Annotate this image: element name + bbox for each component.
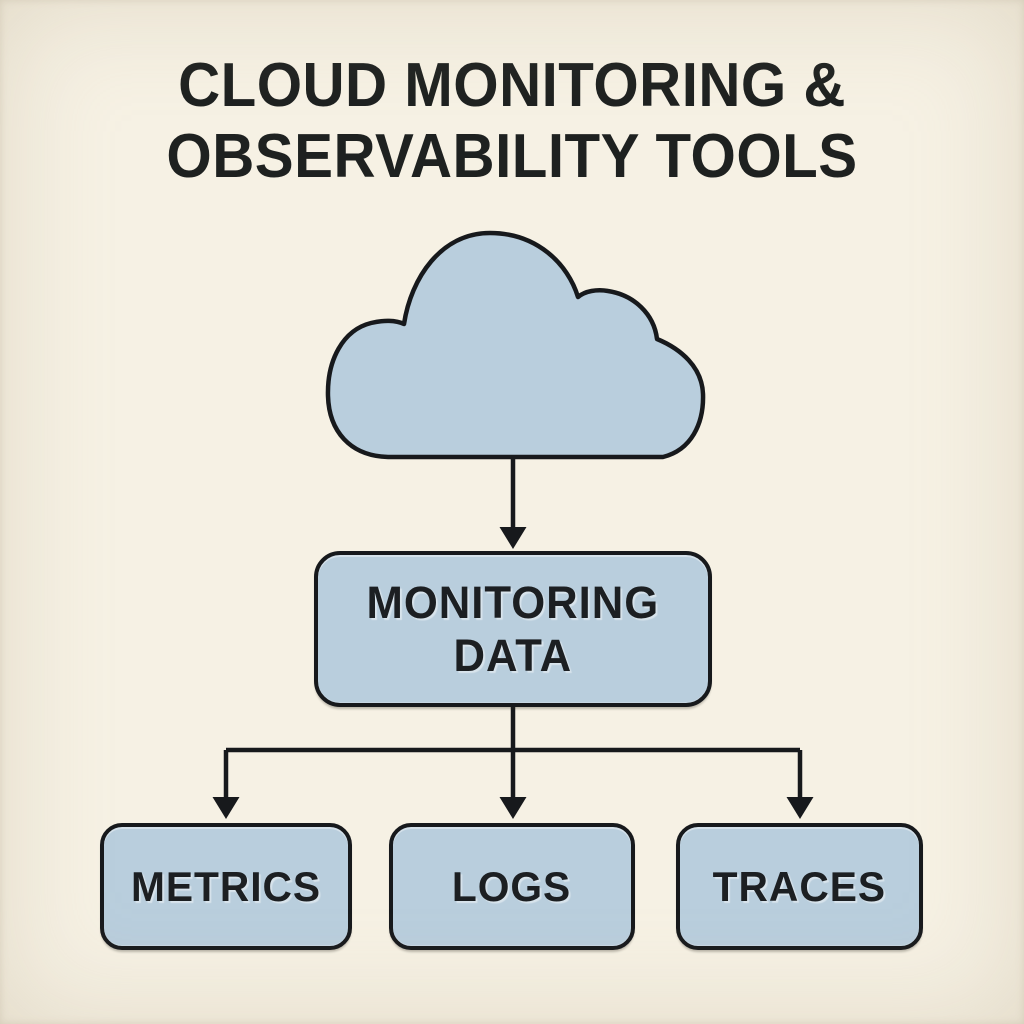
node-logs: LOGS <box>389 823 635 950</box>
page-title: CLOUD MONITORING &OBSERVABILITY TOOLS <box>31 50 994 192</box>
monitoring-label-line-2: DATA <box>453 630 573 681</box>
node-traces-label: TRACES <box>712 862 887 910</box>
arrow-to-metrics <box>212 797 240 819</box>
arrow-to-traces <box>786 797 814 819</box>
node-metrics-label: METRICS <box>130 862 322 910</box>
monitoring-label-line-1: MONITORING <box>366 577 660 628</box>
title-line-2: OBSERVABILITY TOOLS <box>166 122 858 191</box>
node-logs-label: LOGS <box>452 862 572 910</box>
title-line-1: CLOUD MONITORING & <box>178 51 846 120</box>
cloud-icon <box>325 230 706 460</box>
node-traces: TRACES <box>676 823 923 950</box>
branch-connector <box>223 707 803 798</box>
arrow-to-logs <box>499 797 527 819</box>
arrow-cloud-to-monitoring <box>499 458 527 549</box>
node-metrics: METRICS <box>100 823 352 950</box>
